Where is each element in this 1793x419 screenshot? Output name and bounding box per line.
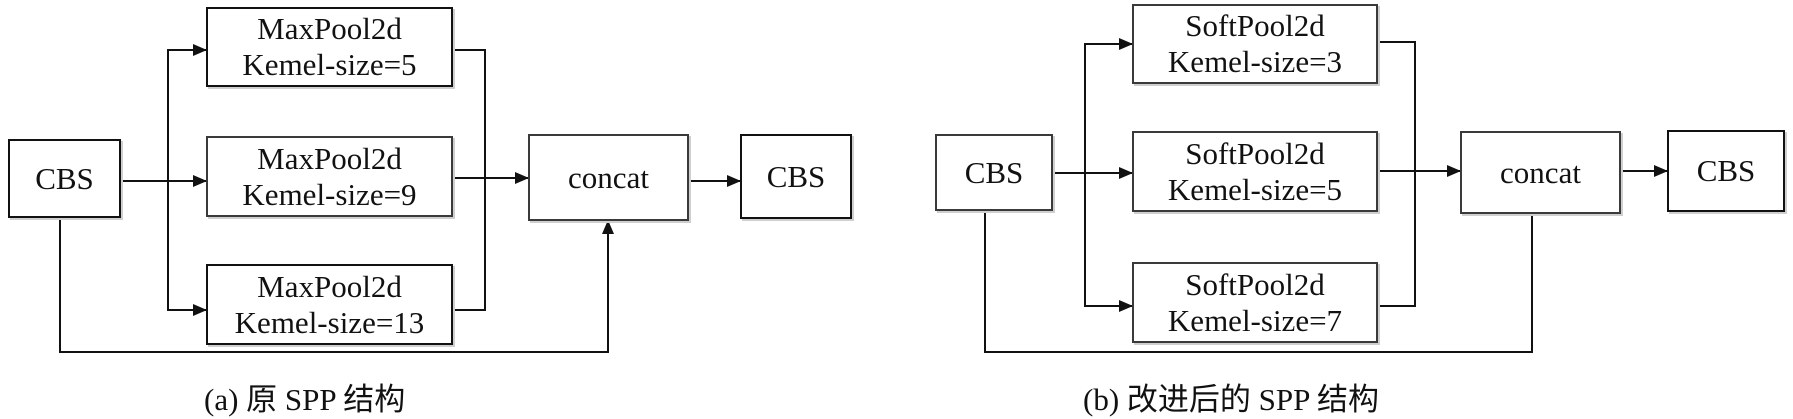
softpool-kernel-size: Kemel-size=3 [1167, 44, 1343, 79]
cbs-output-label-a: CBS [766, 158, 826, 194]
cbs-input-label-b: CBS [964, 154, 1024, 190]
maxpool-box-k9: MaxPool2d Kemel-size=9 [206, 136, 453, 217]
concat-box-a: concat [528, 134, 689, 221]
arrow-b-input-to-pool1 [1053, 38, 1133, 174]
cbs-output-label-b: CBS [1696, 153, 1756, 188]
softpool-kernel-size: Kemel-size=5 [1167, 171, 1343, 207]
maxpool-kernel-size: Kemel-size=9 [242, 176, 417, 212]
arrow-a-input-to-pool3 [167, 181, 207, 316]
cbs-input-label-a: CBS [35, 160, 94, 196]
maxpool-kernel-size: Kemel-size=5 [242, 47, 417, 82]
cbs-output-box-b: CBS [1667, 130, 1785, 212]
line-a-pool1-out [453, 49, 486, 311]
softpool-kernel-size: Kemel-size=7 [1167, 302, 1343, 338]
arrow-a-skip [59, 218, 614, 353]
softpool-title: SoftPool2d [1185, 135, 1325, 171]
arrow-b-input-to-pool3 [1084, 173, 1133, 312]
arrow-a-input-to-pool1 [121, 44, 207, 182]
softpool-title: SoftPool2d [1185, 8, 1325, 43]
maxpool-kernel-size: Kemel-size=13 [234, 304, 425, 340]
maxpool-title: MaxPool2d [257, 268, 402, 304]
cbs-output-box-a: CBS [740, 134, 852, 219]
caption-b: (b) 改进后的 SPP 结构 [1083, 382, 1379, 417]
arrow-b-skip [984, 191, 1538, 353]
concat-label-b: concat [1500, 154, 1581, 190]
softpool-box-k7: SoftPool2d Kemel-size=7 [1132, 262, 1378, 343]
maxpool-title: MaxPool2d [257, 140, 402, 176]
caption-a: (a) 原 SPP 结构 [204, 382, 406, 417]
maxpool-title: MaxPool2d [257, 11, 402, 46]
softpool-title: SoftPool2d [1185, 266, 1325, 302]
softpool-box-k5: SoftPool2d Kemel-size=5 [1132, 131, 1378, 212]
cbs-input-box-b: CBS [935, 134, 1053, 211]
concat-box-b: concat [1460, 131, 1621, 214]
maxpool-box-k13: MaxPool2d Kemel-size=13 [206, 264, 453, 345]
maxpool-box-k5: MaxPool2d Kemel-size=5 [206, 7, 453, 87]
softpool-box-k3: SoftPool2d Kemel-size=3 [1132, 4, 1378, 84]
line-b-pool-outs [1378, 41, 1416, 307]
concat-label-a: concat [568, 159, 649, 195]
cbs-input-box-a: CBS [8, 139, 121, 218]
